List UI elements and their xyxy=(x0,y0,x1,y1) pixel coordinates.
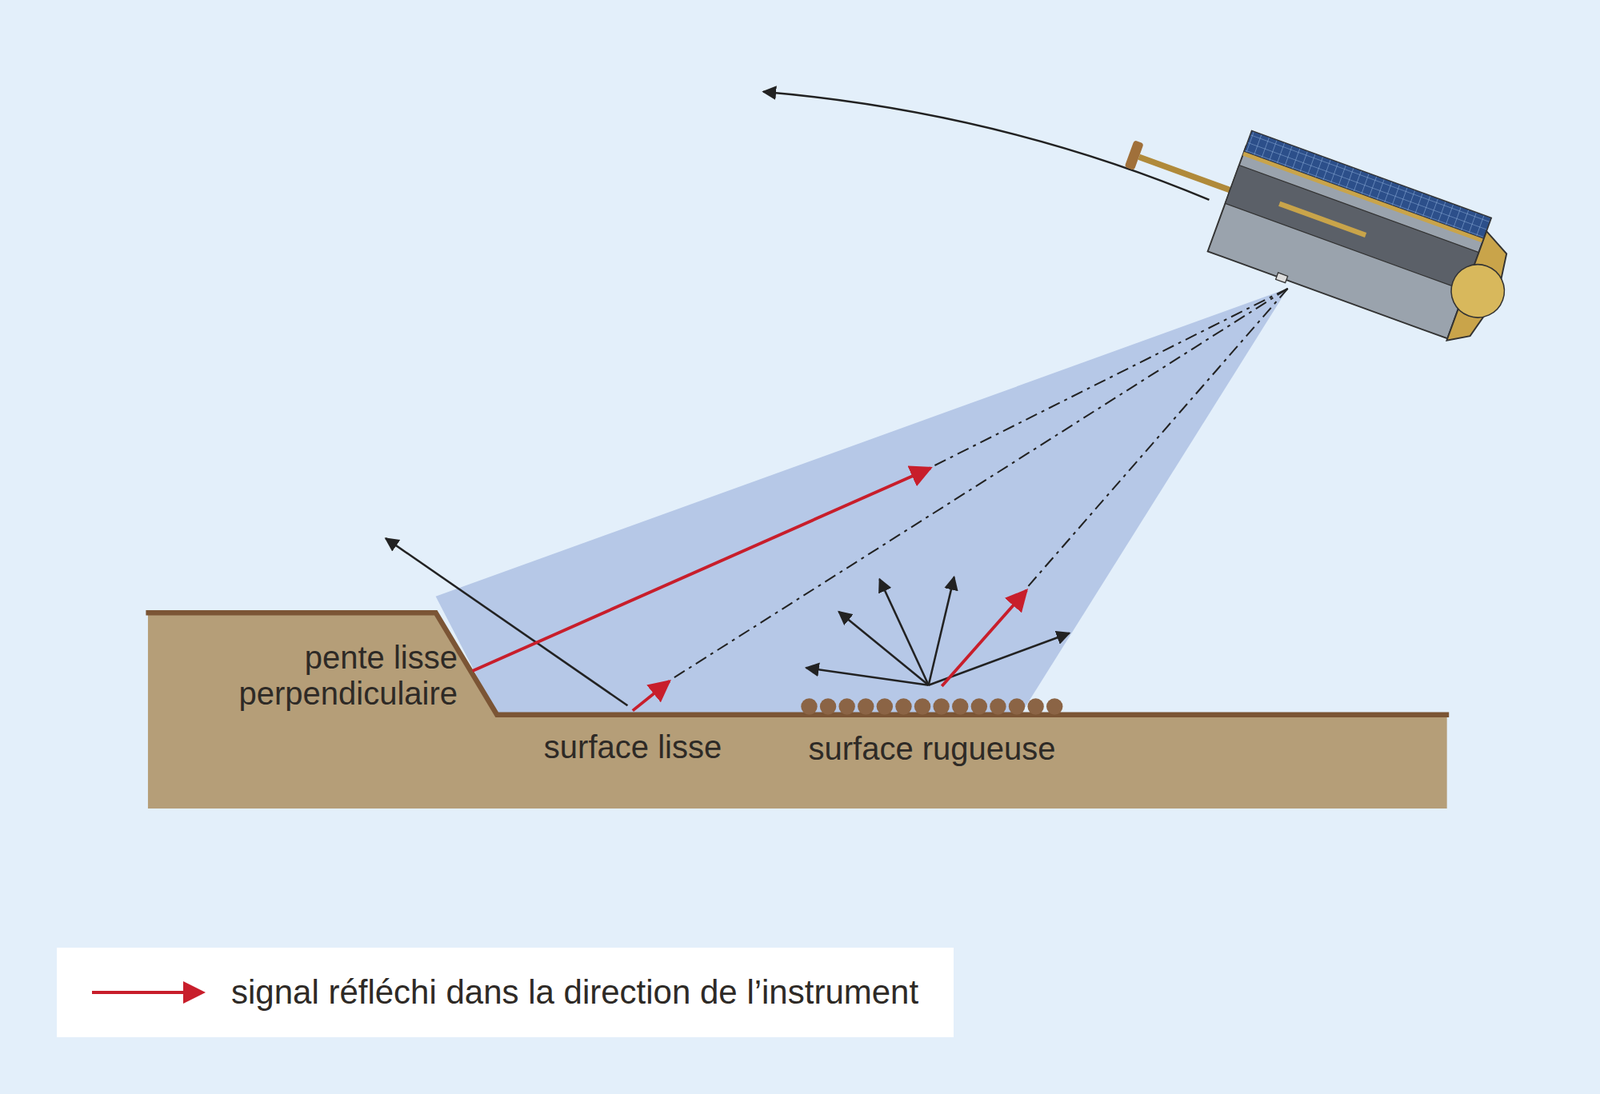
terrain-label: surface lisse xyxy=(544,729,722,766)
legend-sample-arrow xyxy=(88,976,209,1009)
rough-surface xyxy=(800,698,1063,715)
radar-beam xyxy=(436,288,1288,716)
ground xyxy=(148,612,1448,809)
scattered-rays xyxy=(385,538,1070,706)
incident-rays xyxy=(673,288,1288,679)
terrain-label: surface rugueuse xyxy=(808,731,1056,768)
ground-surface xyxy=(145,612,1449,715)
orbit-arrow xyxy=(763,92,1209,200)
legend-text: signal réfléchi dans la direction de l’i… xyxy=(231,973,919,1012)
legend-box: signal réfléchi dans la direction de l’i… xyxy=(56,948,954,1038)
terrain-label: pente lisse perpendiculaire xyxy=(193,640,458,712)
reflected-signal xyxy=(472,468,1028,711)
satellite xyxy=(1105,94,1528,356)
